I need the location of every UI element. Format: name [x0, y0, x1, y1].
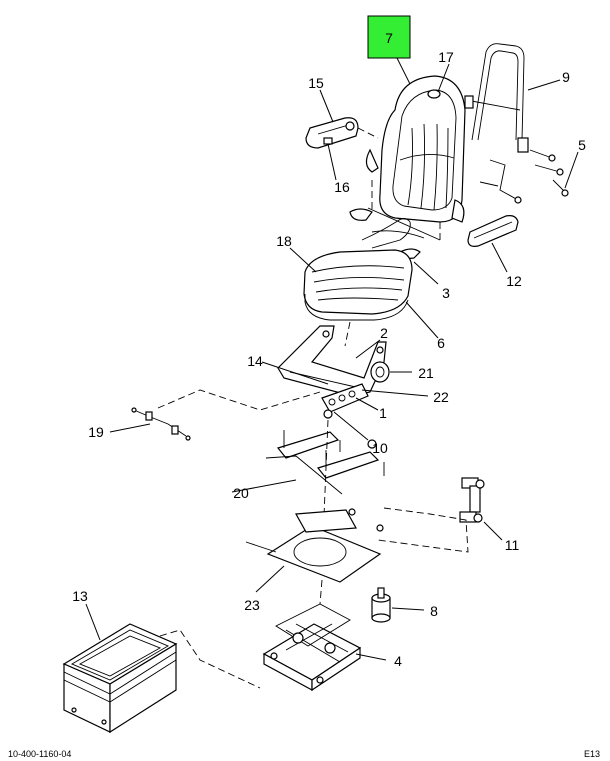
callout-22: 22	[433, 389, 449, 405]
cable-assembly	[131, 407, 191, 441]
callout-3: 3	[442, 285, 450, 301]
callout-7-highlight[interactable]: 7	[367, 15, 411, 59]
callout-15: 15	[308, 75, 324, 91]
callout-14: 14	[247, 353, 263, 369]
seat-back	[365, 75, 466, 223]
storage-box	[62, 623, 178, 734]
callout-16: 16	[334, 179, 350, 195]
callout-23: 23	[244, 597, 260, 613]
callout-1: 1	[379, 405, 387, 421]
callout-9: 9	[562, 69, 570, 85]
callout-4: 4	[394, 653, 402, 669]
damper-link	[459, 477, 485, 523]
seat-cushion	[303, 249, 413, 321]
control-module	[321, 383, 369, 413]
callout-18: 18	[276, 233, 292, 249]
callout-8: 8	[430, 603, 438, 619]
slide-rails	[265, 409, 385, 495]
bolts-hardware	[479, 149, 569, 204]
figure-id: 10-400-1160-04	[8, 749, 71, 759]
callout-11: 11	[505, 537, 520, 553]
suspension-base	[262, 603, 362, 692]
callout-20: 20	[233, 485, 249, 501]
seat-bracket	[277, 325, 387, 397]
callout-13: 13	[72, 588, 88, 604]
callout-21: 21	[418, 365, 434, 381]
callout-5: 5	[578, 137, 586, 153]
adapter-plate	[245, 508, 384, 583]
armrest-right	[467, 215, 519, 247]
armrest-left	[305, 117, 359, 149]
callout-2: 2	[380, 325, 388, 341]
callout-7-label: 7	[385, 30, 393, 46]
callout-17: 17	[438, 49, 454, 65]
callout-6: 6	[437, 335, 445, 351]
callout-12: 12	[506, 273, 522, 289]
sheet-code: E13	[584, 749, 600, 759]
back-frame	[464, 43, 529, 153]
air-canister	[371, 587, 391, 623]
pivot-linkage	[349, 207, 441, 259]
callout-10: 10	[372, 440, 388, 456]
adjust-knob	[370, 361, 390, 383]
callout-19: 19	[88, 424, 104, 440]
